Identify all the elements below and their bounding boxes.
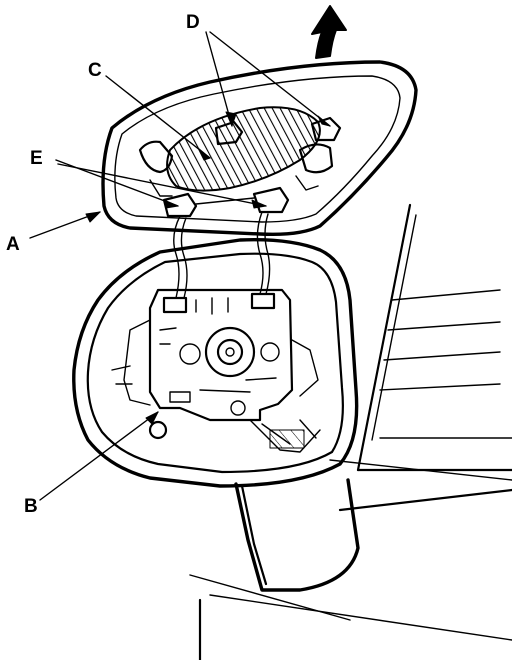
mirror-actuator xyxy=(111,288,321,453)
door-frame xyxy=(189,203,512,660)
backing-plate-c xyxy=(166,106,321,192)
mirror-glass-a xyxy=(101,60,418,237)
actuator-clip-bottom xyxy=(169,391,191,403)
actuator-clip-left xyxy=(162,296,188,314)
label-c: C xyxy=(88,60,102,81)
tab-e-right xyxy=(252,186,290,214)
label-a: A xyxy=(6,234,20,255)
label-d: D xyxy=(186,12,200,33)
actuator-clip-right xyxy=(250,292,276,310)
label-b: B xyxy=(24,496,38,517)
leader-lines xyxy=(29,31,331,501)
mirror-housing-b xyxy=(72,238,360,592)
arrow-up-icon xyxy=(311,5,347,59)
tab-e-left xyxy=(162,192,198,218)
label-e: E xyxy=(30,148,43,169)
tab-d-right xyxy=(310,116,342,142)
